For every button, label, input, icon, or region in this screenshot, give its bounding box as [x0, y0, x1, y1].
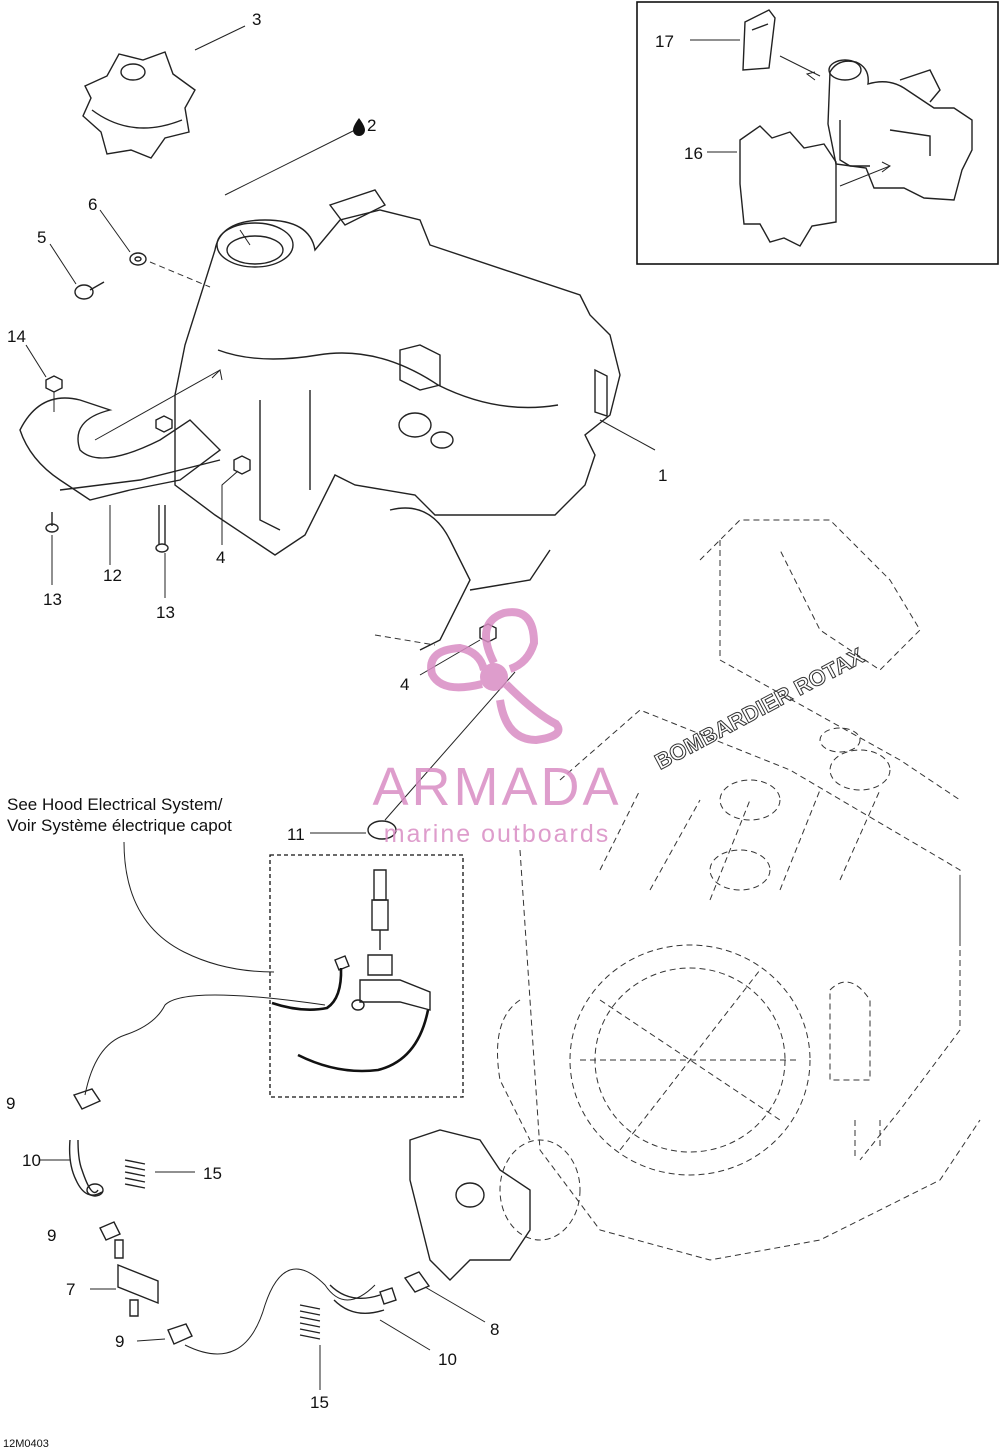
- drawing-code: 12M0403: [3, 1438, 49, 1450]
- callout-9-top: 9: [6, 1094, 15, 1113]
- callout-6: 6: [88, 195, 97, 214]
- watermark-logo: ARMADA marine outboards: [372, 608, 621, 848]
- screw-13-right: [155, 505, 169, 553]
- electrical-reference-note: See Hood Electrical System/ Voir Système…: [7, 795, 232, 835]
- callout-4-lower: 4: [400, 675, 409, 694]
- callout-15-upper: 15: [203, 1164, 222, 1183]
- nut-14: [45, 375, 63, 412]
- drop-icon: [353, 118, 365, 136]
- screw-5: [74, 281, 105, 300]
- callout-8: 8: [490, 1320, 499, 1339]
- callout-13-right: 13: [156, 603, 175, 622]
- inset-panel: [636, 1, 999, 265]
- screw-13-left: [45, 512, 59, 533]
- watermark-propeller-blade-top: [482, 608, 539, 673]
- note-line-1: See Hood Electrical System/: [7, 795, 223, 814]
- engine-block: [497, 519, 981, 1261]
- callout-3: 3: [252, 10, 261, 29]
- callout-16: 16: [684, 144, 703, 163]
- watermark-tagline: marine outboards: [384, 820, 611, 848]
- callout-10-left: 10: [22, 1151, 41, 1170]
- heat-shield: [19, 397, 222, 501]
- callout-9-middle: 9: [47, 1226, 56, 1245]
- hose-system: [68, 994, 531, 1355]
- callout-15-lower: 15: [310, 1393, 329, 1412]
- inset-decal-17: [742, 9, 776, 71]
- plug-11: [367, 820, 397, 840]
- inset-reservoir-drawing: [827, 59, 973, 201]
- nut-4-upper: [233, 455, 251, 475]
- nut-upper: [155, 415, 173, 433]
- electrical-detail-box: [269, 854, 464, 1098]
- watermark-propeller-blade-left: [427, 643, 488, 692]
- coolant-reservoir: [174, 189, 621, 651]
- engine-lettering-text: BOMBARDIER ROTAX: [651, 643, 869, 775]
- watermark-brand: ARMADA: [372, 757, 621, 817]
- watermark-propeller-hub: [480, 663, 508, 691]
- inset-shield-16: [739, 125, 837, 247]
- callout-11: 11: [287, 825, 305, 844]
- callout-1: 1: [658, 466, 667, 485]
- note-line-2: Voir Système électrique capot: [7, 816, 232, 835]
- filler-cap: [82, 51, 196, 159]
- callout-14: 14: [7, 327, 26, 346]
- callout-9-bottom: 9: [115, 1332, 124, 1351]
- callout-10-right: 10: [438, 1350, 457, 1369]
- callout-7: 7: [66, 1280, 75, 1299]
- callout-2: 2: [367, 116, 376, 135]
- watermark-propeller-blade-right: [496, 681, 563, 745]
- callout-labels: 3 2 6 5 14 1 4 12 13 13 4 11 9 10 15 9 7…: [6, 10, 703, 1412]
- callout-13-left: 13: [43, 590, 62, 609]
- callout-17: 17: [655, 32, 674, 51]
- callout-4-upper: 4: [216, 548, 225, 567]
- engine-lettering: BOMBARDIER ROTAX: [650, 642, 869, 775]
- callout-5: 5: [37, 228, 46, 247]
- washer-6: [129, 252, 147, 266]
- callout-12: 12: [103, 566, 122, 585]
